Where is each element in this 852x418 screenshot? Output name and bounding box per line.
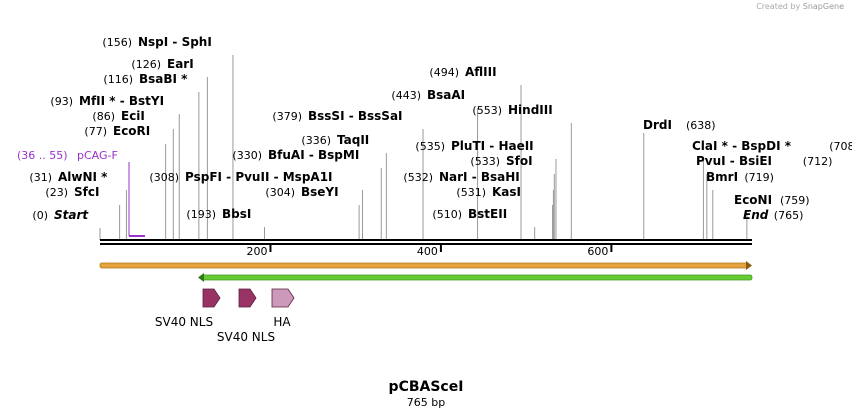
site-name-label: BstEII — [468, 207, 507, 221]
site-name-label: BsaAI — [427, 88, 465, 102]
credit-prefix: Created by — [756, 2, 801, 11]
credit-brand: SnapGene — [802, 2, 844, 11]
plasmid-length: 765 bp — [406, 396, 446, 409]
site-position-label: (86) — [92, 110, 115, 123]
ruler-tick-label: 600 — [587, 245, 608, 258]
reverse-orf-track — [201, 274, 753, 281]
site-name-label: PspFI - PvuII - MspA1I — [185, 170, 333, 184]
site-name-label: SfoI — [506, 154, 533, 168]
site-name-label: EcoNI — [734, 193, 772, 207]
site-name-label: AflIII — [465, 65, 497, 79]
site-position-label: (712) — [803, 155, 833, 168]
site-name-label: NspI - SphI — [138, 35, 212, 49]
site-position-label: (31) — [29, 171, 52, 184]
feature-arrow — [238, 288, 257, 308]
site-name-label: SfcI — [74, 185, 99, 199]
site-position-label: (532) — [403, 171, 433, 184]
site-name-label: PvuI - BsiEI — [696, 154, 772, 168]
site-name-label: PluTI - HaeII — [451, 139, 534, 153]
site-name-label: DrdI — [643, 118, 672, 132]
feature-label: SV40 NLS — [217, 330, 275, 344]
site-position-label: (379) — [272, 110, 302, 123]
site-position-label: (304) — [265, 186, 295, 199]
feature-label: SV40 NLS — [155, 315, 213, 329]
site-position-label: (443) — [391, 89, 421, 102]
site-position-label: (126) — [131, 58, 161, 71]
ruler-tick-label: 200 — [246, 245, 267, 258]
site-name-label: BsaBI * — [139, 72, 188, 86]
feature-arrow — [202, 288, 221, 308]
site-position-label: (510) — [432, 208, 462, 221]
site-name-label: EciI — [121, 109, 145, 123]
site-name-label: BfuAI - BspMI — [268, 148, 359, 162]
site-name-label: KasI — [492, 185, 521, 199]
site-position-label: (308) — [149, 171, 179, 184]
site-name-label: AlwNI * — [58, 170, 108, 184]
site-position-label: (156) — [102, 36, 132, 49]
site-name-label: MfII * - BstYI — [79, 94, 164, 108]
site-position-label: (765) — [774, 209, 804, 222]
site-position-label: (193) — [186, 208, 216, 221]
site-name-label: BssSI - BssSaI — [308, 109, 403, 123]
site-position-label: (494) — [429, 66, 459, 79]
site-position-label: (23) — [45, 186, 68, 199]
primer-name-label: pCAG-F — [77, 149, 118, 162]
site-position-label: (535) — [415, 140, 445, 153]
site-position-label: (759) — [780, 194, 810, 207]
plasmid-name: pCBASceI — [388, 379, 464, 395]
site-name-label: EarI — [167, 57, 194, 71]
ruler-tick-label: 400 — [417, 245, 438, 258]
site-name-label: End — [743, 208, 769, 222]
site-name-label: NarI - BsaHI — [439, 170, 520, 184]
site-position-label: (330) — [232, 149, 262, 162]
site-position-label: (0) — [32, 209, 48, 222]
site-name-label: ClaI * - BspDI * — [692, 139, 792, 153]
site-position-label: (533) — [470, 155, 500, 168]
site-name-label: BbsI — [222, 207, 251, 221]
site-name-label: EcoRI — [113, 124, 150, 138]
site-position-label: (77) — [84, 125, 107, 138]
site-position-label: (708) — [829, 140, 852, 153]
feature-label: HA — [273, 315, 291, 329]
site-position-label: (531) — [456, 186, 486, 199]
site-position-label: (553) — [472, 104, 502, 117]
snapgene-credit: Created by SnapGene — [756, 2, 844, 11]
site-position-label: (116) — [103, 73, 133, 86]
site-name-label: Start — [54, 208, 89, 222]
primer-position-label: (36 .. 55) — [17, 149, 68, 162]
reverse-orf-arrowhead — [198, 273, 204, 282]
site-position-label: (93) — [50, 95, 73, 108]
forward-orf-arrowhead — [746, 261, 752, 270]
site-name-label: TaqII — [337, 133, 369, 147]
site-position-label: (719) — [744, 171, 774, 184]
forward-orf-track — [99, 262, 749, 269]
feature-arrow — [271, 288, 295, 308]
site-name-label: BseYI — [301, 185, 339, 199]
site-name-label: HindIII — [508, 103, 553, 117]
site-position-label: (336) — [301, 134, 331, 147]
site-name-label: BmrI — [706, 170, 738, 184]
site-position-label: (638) — [686, 119, 716, 132]
